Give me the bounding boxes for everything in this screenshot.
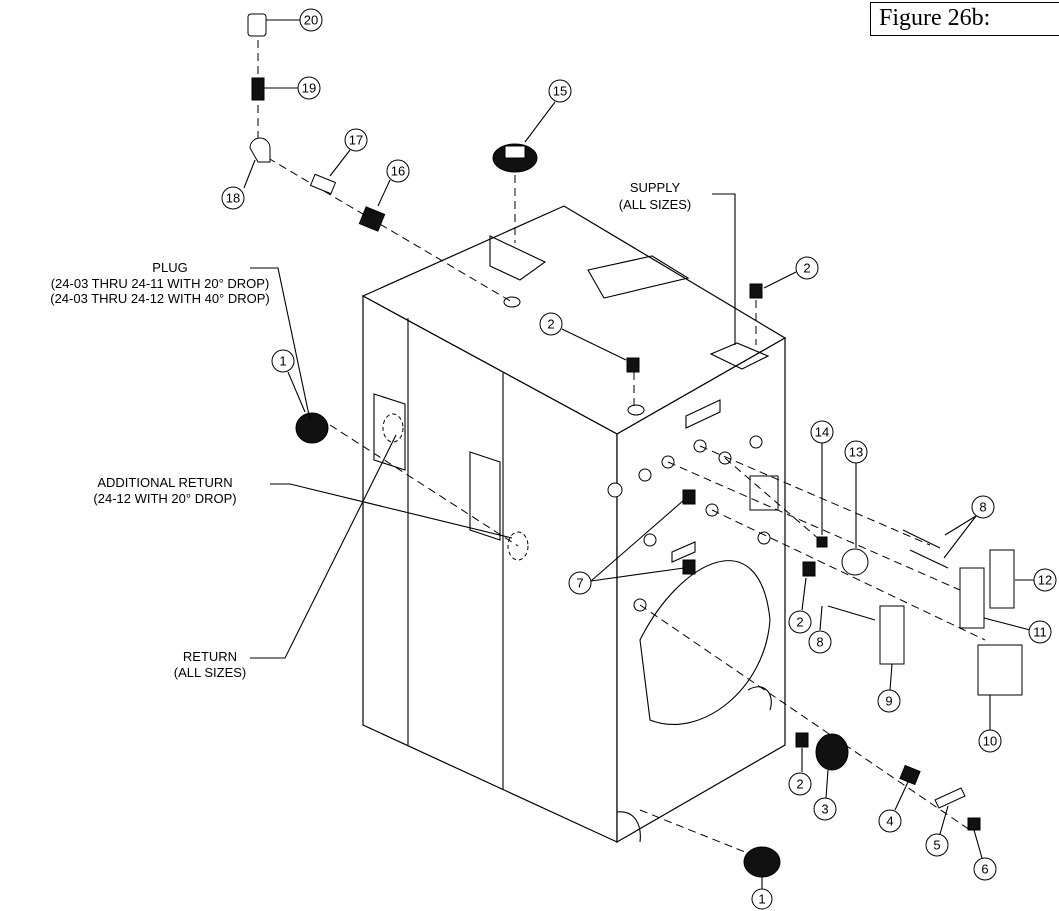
callout-1-side: 1 — [271, 349, 295, 373]
callout-2-top-center: 2 — [539, 312, 563, 336]
svg-text:16: 16 — [391, 164, 405, 179]
svg-text:5: 5 — [933, 838, 940, 853]
part-2-plug-top — [749, 283, 763, 299]
boiler-body — [361, 205, 787, 844]
part-9-switch — [879, 605, 905, 665]
callout-5: 5 — [925, 833, 949, 857]
callout-12: 12 — [1033, 568, 1057, 592]
callout-15: 15 — [548, 79, 572, 103]
svg-text:1: 1 — [758, 892, 765, 907]
part-13-gauge — [841, 548, 869, 576]
callout-14: 14 — [810, 420, 834, 444]
callout-6: 6 — [973, 857, 997, 881]
callout-18: 18 — [221, 186, 245, 210]
part-11-control — [959, 567, 985, 629]
svg-text:2: 2 — [803, 261, 810, 276]
part-2-plug-lower — [795, 732, 809, 748]
part-14-bushing — [816, 536, 828, 548]
callout-7: 7 — [568, 571, 592, 595]
svg-text:15: 15 — [553, 84, 567, 99]
svg-text:13: 13 — [849, 445, 863, 460]
svg-text:4: 4 — [886, 814, 893, 829]
svg-text:(24-12 WITH 20° DROP): (24-12 WITH 20° DROP) — [93, 491, 236, 506]
part-17-nipple — [309, 173, 337, 195]
callout-3: 3 — [813, 797, 837, 821]
svg-text:10: 10 — [983, 734, 997, 749]
svg-text:RETURN: RETURN — [183, 649, 237, 664]
part-4-nipple — [899, 764, 921, 786]
svg-text:1: 1 — [279, 354, 286, 369]
svg-text:9: 9 — [885, 694, 892, 709]
part-8-well-lower — [827, 605, 876, 621]
svg-text:8: 8 — [816, 635, 823, 650]
svg-text:2: 2 — [796, 777, 803, 792]
part-10-control — [977, 644, 1023, 696]
callout-9: 9 — [877, 689, 901, 713]
part-5-valve — [934, 787, 966, 809]
part-18-elbow — [249, 137, 271, 163]
part-7-plug-lower — [682, 559, 696, 575]
callout-2-top: 2 — [795, 256, 819, 280]
callout-1-bottom: 1 — [751, 888, 773, 910]
parts — [247, 13, 1023, 878]
callout-8-lower: 8 — [808, 630, 832, 654]
svg-text:SUPPLY: SUPPLY — [630, 180, 681, 195]
callout-10: 10 — [978, 729, 1002, 753]
part-12-switch — [989, 549, 1015, 609]
callout-2-front: 2 — [788, 610, 812, 634]
callout-2-lower: 2 — [788, 772, 812, 796]
svg-text:(24-03 THRU 24-11 WITH 20° DRO: (24-03 THRU 24-11 WITH 20° DROP) — [51, 276, 270, 291]
svg-text:ADDITIONAL RETURN: ADDITIONAL RETURN — [97, 475, 232, 490]
svg-text:19: 19 — [302, 81, 316, 96]
svg-text:14: 14 — [815, 425, 829, 440]
plug-label: PLUG (24-03 THRU 24-11 WITH 20° DROP) (2… — [50, 260, 311, 421]
part-19-nipple — [251, 77, 265, 101]
callout-4: 4 — [878, 809, 902, 833]
return-label: RETURN (ALL SIZES) — [174, 434, 397, 680]
part-1-plug-side — [295, 412, 329, 444]
part-1-plug-bottom — [743, 846, 781, 878]
svg-text:(ALL SIZES): (ALL SIZES) — [619, 197, 691, 212]
svg-text:18: 18 — [226, 191, 240, 206]
svg-text:(ALL SIZES): (ALL SIZES) — [174, 665, 246, 680]
svg-text:11: 11 — [1033, 625, 1047, 640]
callout-bubbles: 20 19 18 17 16 15 2 2 1 14 13 8 12 7 2 8… — [221, 8, 1057, 910]
svg-text:2: 2 — [547, 317, 554, 332]
part-7-plug-upper — [682, 489, 696, 505]
svg-text:12: 12 — [1038, 573, 1052, 588]
part-8-well-upper — [902, 529, 941, 549]
part-16-bushing — [358, 206, 386, 232]
svg-text:20: 20 — [304, 13, 318, 28]
svg-text:17: 17 — [349, 133, 363, 148]
part-2-plug-front — [802, 561, 816, 577]
figure-title: Figure 26b: — [870, 2, 1059, 36]
svg-text:6: 6 — [981, 862, 988, 877]
svg-text:8: 8 — [979, 500, 986, 515]
assembly-lines — [257, 40, 986, 859]
svg-text:2: 2 — [796, 615, 803, 630]
callout-11: 11 — [1028, 620, 1052, 644]
callout-8-upper: 8 — [971, 495, 995, 519]
svg-text:PLUG: PLUG — [152, 260, 187, 275]
svg-text:3: 3 — [821, 802, 828, 817]
additional-return-label: ADDITIONAL RETURN (24-12 WITH 20° DROP) — [93, 475, 513, 539]
svg-text:7: 7 — [576, 576, 583, 591]
callout-19: 19 — [297, 76, 321, 100]
svg-text:(24-03 THRU 24-12 WITH 40° DRO: (24-03 THRU 24-12 WITH 40° DROP) — [50, 291, 270, 306]
supply-label: SUPPLY (ALL SIZES) — [619, 180, 736, 345]
callout-13: 13 — [844, 440, 868, 464]
part-3-bushing — [815, 733, 849, 771]
part-6-cap — [967, 817, 981, 831]
callout-16: 16 — [386, 159, 410, 183]
callout-17: 17 — [344, 128, 368, 152]
part-2-plug-top-center — [626, 357, 640, 373]
callout-20: 20 — [299, 8, 323, 32]
part-20-hose-bib — [247, 13, 267, 37]
